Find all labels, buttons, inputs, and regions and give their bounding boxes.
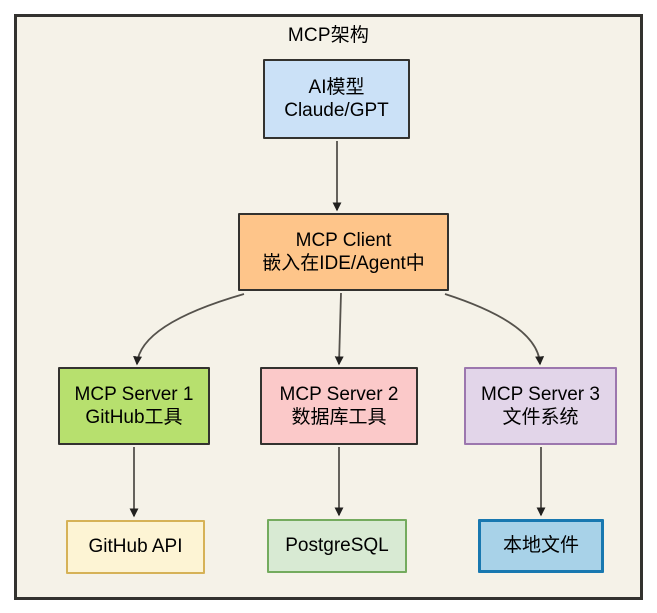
node-mcp-server-3-line2: 文件系统 <box>502 407 579 428</box>
node-github-api: GitHub API <box>66 520 205 574</box>
node-mcp-server-2-line1: MCP Server 2 <box>279 383 399 405</box>
node-mcp-server-1-line1: MCP Server 1 <box>74 383 194 405</box>
node-mcp-server-2: MCP Server 2 数据库工具 <box>260 367 418 445</box>
node-mcp-client-line1: MCP Client <box>295 229 392 251</box>
node-github-api-label: GitHub API <box>88 536 183 558</box>
node-mcp-server-3: MCP Server 3 文件系统 <box>464 367 617 445</box>
node-mcp-client-line2: 嵌入在IDE/Agent中 <box>262 253 425 274</box>
node-ai-model-line2: Claude/GPT <box>284 100 389 121</box>
node-mcp-server-1-line2: GitHub工具 <box>85 407 183 428</box>
node-mcp-client: MCP Client 嵌入在IDE/Agent中 <box>238 213 449 291</box>
node-mcp-server-1: MCP Server 1 GitHub工具 <box>58 367 210 445</box>
node-ai-model-line1: AI模型 <box>308 76 365 98</box>
node-mcp-server-3-line1: MCP Server 3 <box>481 383 600 405</box>
node-postgresql-label: PostgreSQL <box>285 535 389 557</box>
node-ai-model: AI模型 Claude/GPT <box>263 59 410 139</box>
node-local-files-label: 本地文件 <box>502 535 579 557</box>
node-postgresql: PostgreSQL <box>267 519 407 573</box>
node-mcp-server-2-line2: 数据库工具 <box>291 407 387 428</box>
diagram-title: MCP架构 <box>287 25 370 46</box>
node-local-files: 本地文件 <box>478 519 604 573</box>
